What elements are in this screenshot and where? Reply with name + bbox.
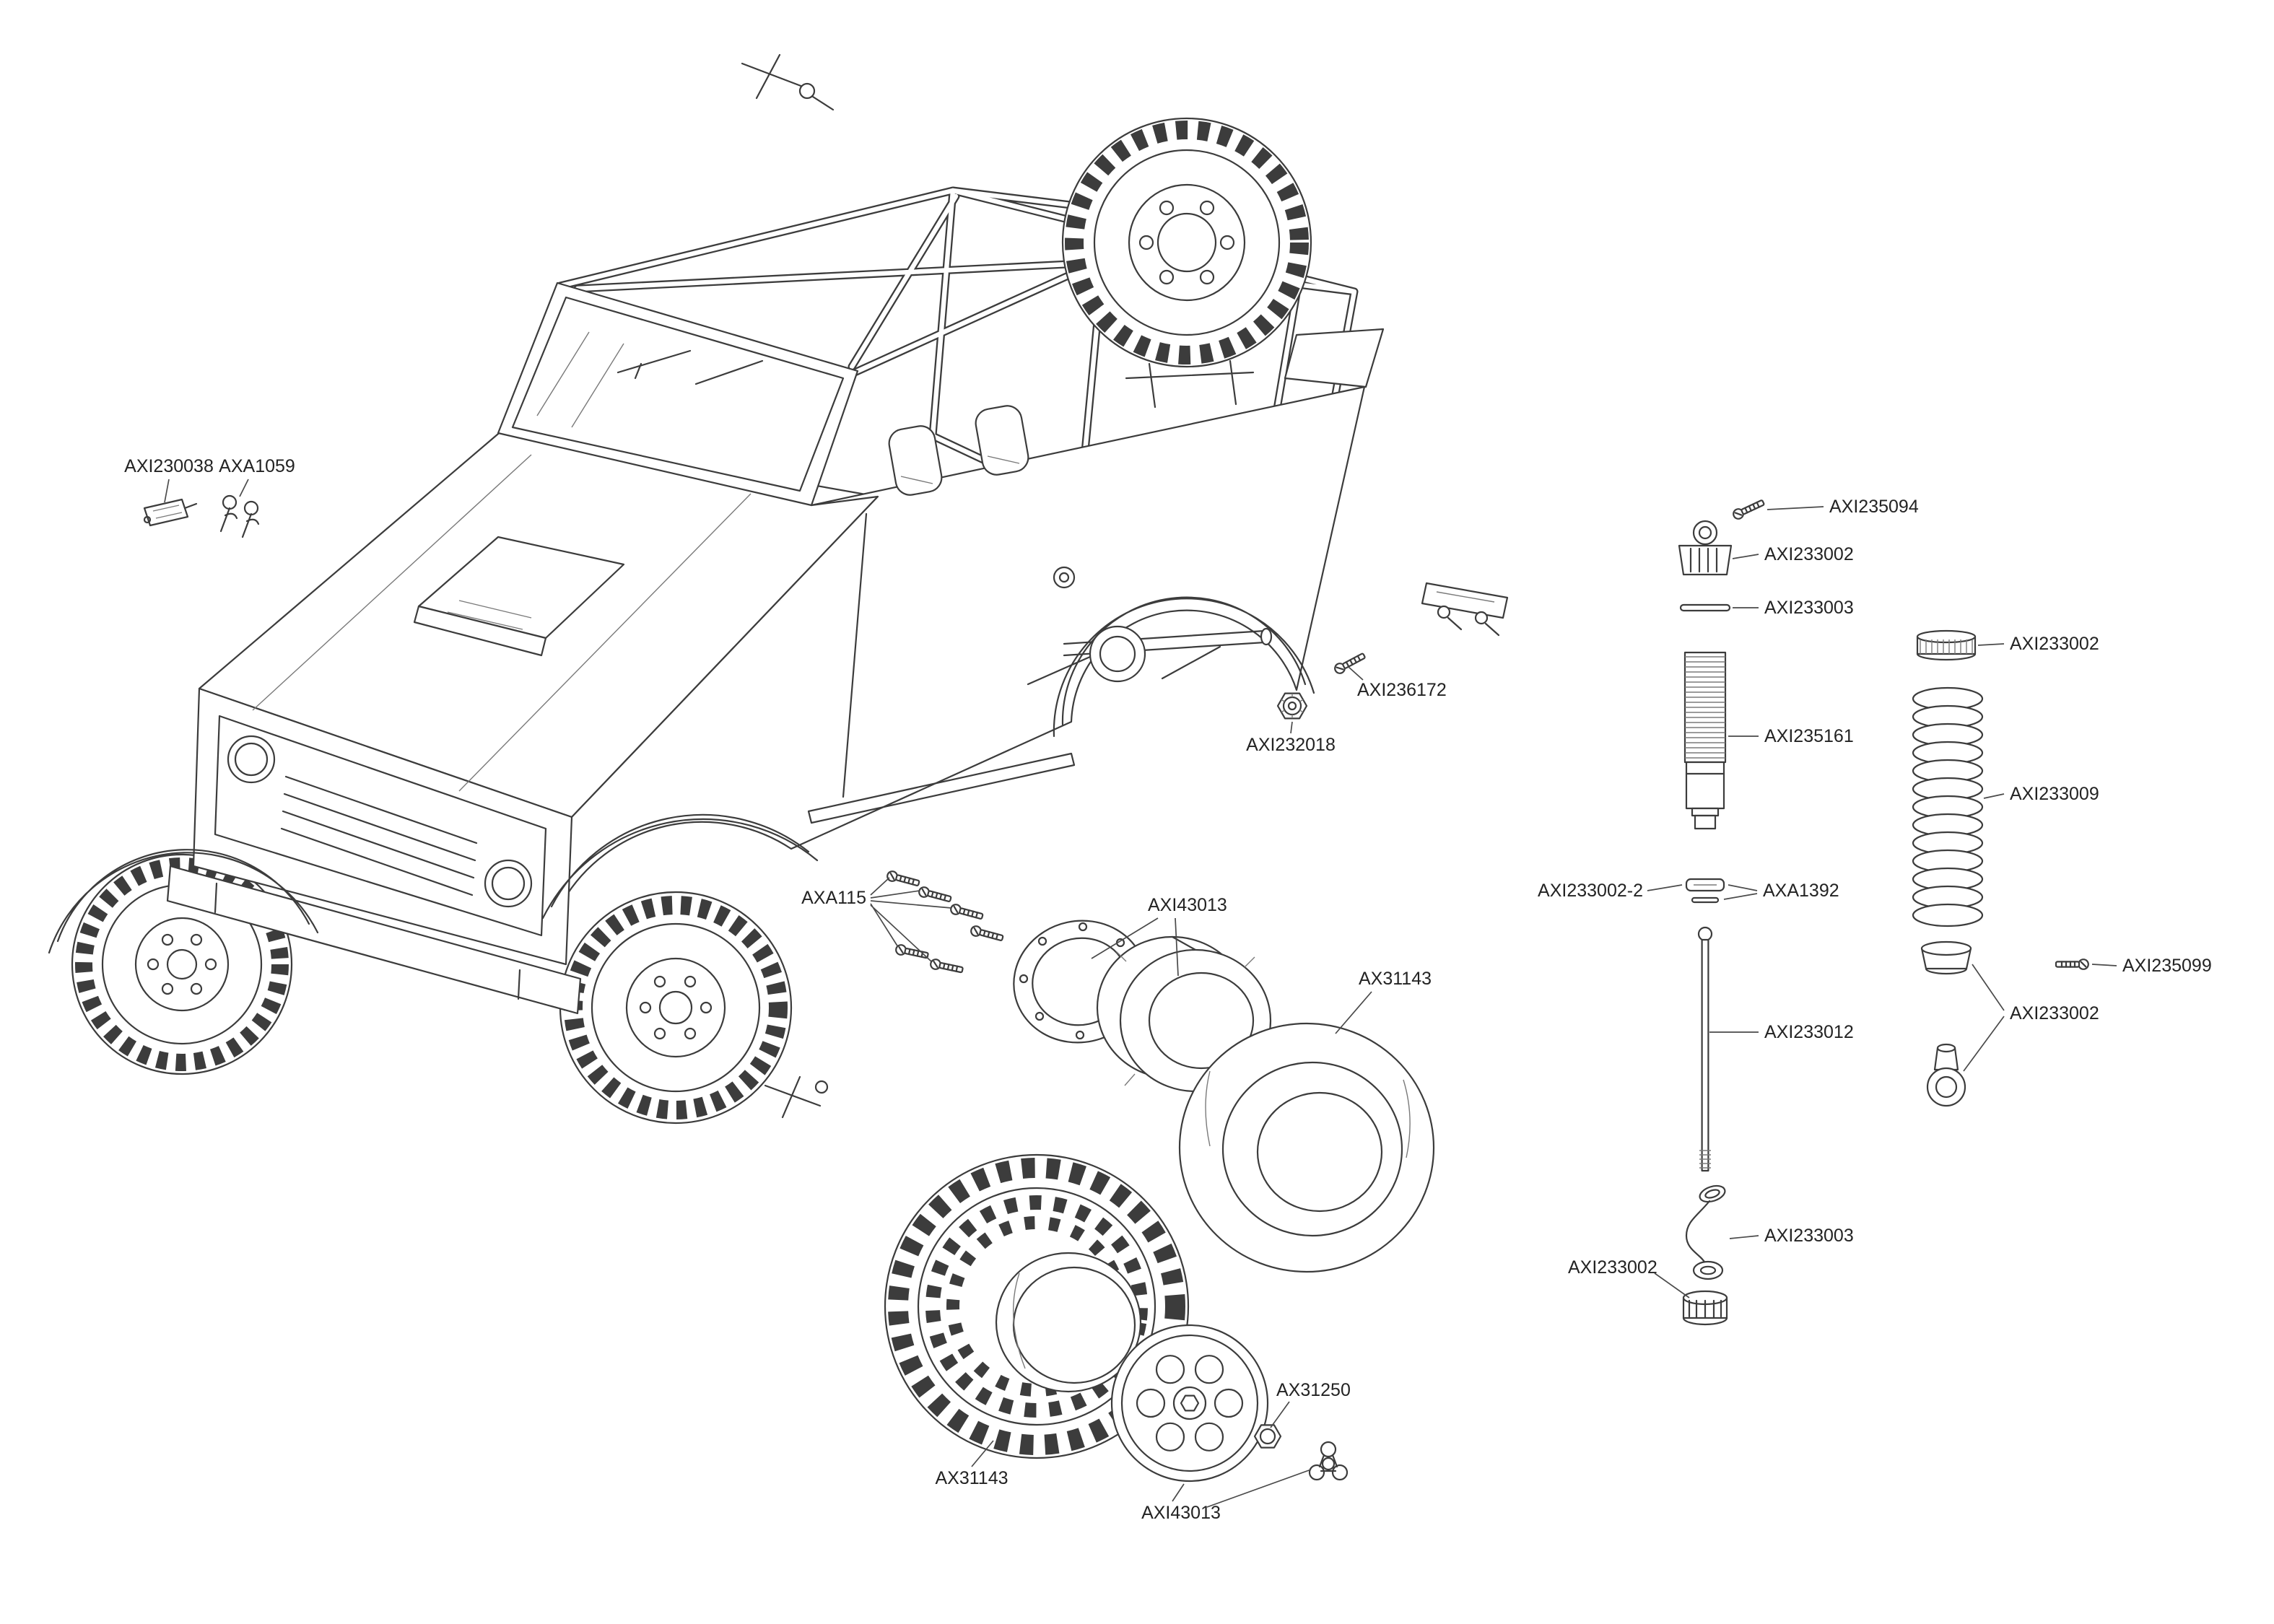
hub-tool-part [1308,1441,1349,1481]
part-label: AX31143 [1359,969,1432,989]
body-logo [1053,566,1076,589]
part-label: AX31143 [935,1468,1008,1488]
axle-screw-part [1332,650,1367,676]
wheel-hex-part [1276,692,1308,720]
body-clips-part [219,494,260,538]
callout-shock-spacer: AXI233002-2 [1538,881,1683,901]
callout-wheel-nut: AX31250 [1270,1380,1351,1428]
shock-spring-part [1912,686,1984,927]
part-label: AXI43013 [1148,895,1227,915]
callout-shock-cap-pin: AXI233003 [1733,598,1854,618]
callout-spring-cup: AXI233002 [1963,964,2099,1072]
part-label: AXI233002 [2010,634,2099,654]
spare-tire [1061,117,1312,409]
shock-cap-part [1678,520,1733,576]
rear-quarter [1284,328,1385,388]
windshield-frame [497,281,859,507]
shock-spacer-part [1685,878,1725,904]
part-label: AXA1059 [219,456,295,476]
part-label: AXI233003 [1764,1226,1854,1246]
callout-beadlock-ring-set: AXI43013 [1091,895,1227,977]
hood-scoop [413,536,625,657]
part-label: AXI233002-2 [1538,881,1643,901]
part-label: AX31250 [1276,1380,1351,1400]
part-label: AXI233002 [2010,1003,2099,1023]
rock-slider [807,752,1076,824]
wheel-face-part [1110,1324,1269,1483]
callout-shock-rod-end: AXI233003 [1729,1226,1854,1246]
grille-details [214,715,547,937]
wheel-assembly-exploded [884,869,1435,1483]
hood-creases [252,454,752,792]
shock-body-part [1683,651,1727,830]
part-label: AXI233002 [1764,544,1854,564]
part-label: AXI233003 [1764,598,1854,618]
part-label: AXI43013 [1141,1503,1221,1523]
tire-lower-part [884,1153,1190,1459]
tool-pin-bottom [764,1075,829,1119]
door-seam [842,512,868,798]
spring-cup-part [1920,940,1972,975]
body-clip-mount-part [143,498,198,527]
callout-spring-retainer: AXI233002 [1977,634,2099,654]
callout-shock-bottom-screw: AXI235099 [2091,956,2212,976]
callout-shock-body: AXI235161 [1728,726,1854,746]
front-bumper [166,865,582,1015]
shock-bottom-cap-part [1682,1290,1728,1326]
callout-tire-lower: AX31143 [935,1440,1009,1488]
callout-shock-spring: AXI233009 [1983,784,2099,804]
shock-shaft-part [1697,926,1713,1172]
callout-shock-shaft: AXI233012 [1709,1022,1854,1042]
part-label: AXI233002 [1568,1257,1657,1278]
callout-body-clip-mount: AXI230038 [124,456,214,503]
part-label: AXI236172 [1357,680,1447,700]
callout-tire-upper: AX31143 [1335,969,1432,1034]
part-label: AXI235099 [2122,956,2212,976]
shock-bottom-screw-part [2055,959,2089,970]
spring-retainer-part [1916,629,1977,661]
rear-axle [1027,625,1273,686]
body-clip-bar-right [1421,582,1509,637]
wipers [617,349,764,385]
callout-shock-bottom-cap: AXI233002 [1568,1257,1690,1298]
part-label: AXA1392 [1763,881,1839,901]
shock-top-screw-part [1730,497,1767,522]
callout-wheel-hex: AXI232018 [1246,721,1336,755]
part-label: AXI235161 [1764,726,1854,746]
shock-assembly-exploded [1678,497,2089,1326]
part-label: AXI232018 [1246,735,1336,755]
tool-pin-top [741,53,835,111]
shock-rod-end-part [1685,1184,1726,1280]
beadlock-screws-parts [885,869,1005,976]
callout-shock-cap: AXI233002 [1732,544,1854,564]
callout-beadlock-screws: AXA115 [801,877,952,962]
callout-shock-top-screw: AXI235094 [1767,497,1919,517]
callout-body-clips: AXA1059 [219,456,295,497]
callouts: AXI230038 AXA1059 AXI236172 AXI232018 AX… [124,456,2212,1523]
truck-illustration [48,53,1509,1125]
front-grille-panel [192,687,573,966]
part-label: AXI233009 [2010,784,2099,804]
callout-shock-o-ring: AXA1392 [1723,881,1839,901]
part-label: AXI230038 [124,456,214,476]
interior-seats [888,405,1029,496]
shock-eyelet-part [1926,1043,1966,1107]
front-right-wheel [559,891,793,1125]
callout-axle-screw: AXI236172 [1348,666,1447,700]
shock-cap-pin-part [1679,603,1731,612]
wheel-nut-part [1253,1424,1282,1449]
part-label: AXI233012 [1764,1022,1854,1042]
callout-wheel-face: AXI43013 [1141,1469,1312,1523]
part-label: AXA115 [801,888,866,908]
part-label: AXI235094 [1829,497,1919,517]
body-side-panel [562,385,1366,902]
tire-upper-part [1178,1022,1435,1273]
windshield-glass [511,296,845,492]
fender-flares [48,596,1315,954]
